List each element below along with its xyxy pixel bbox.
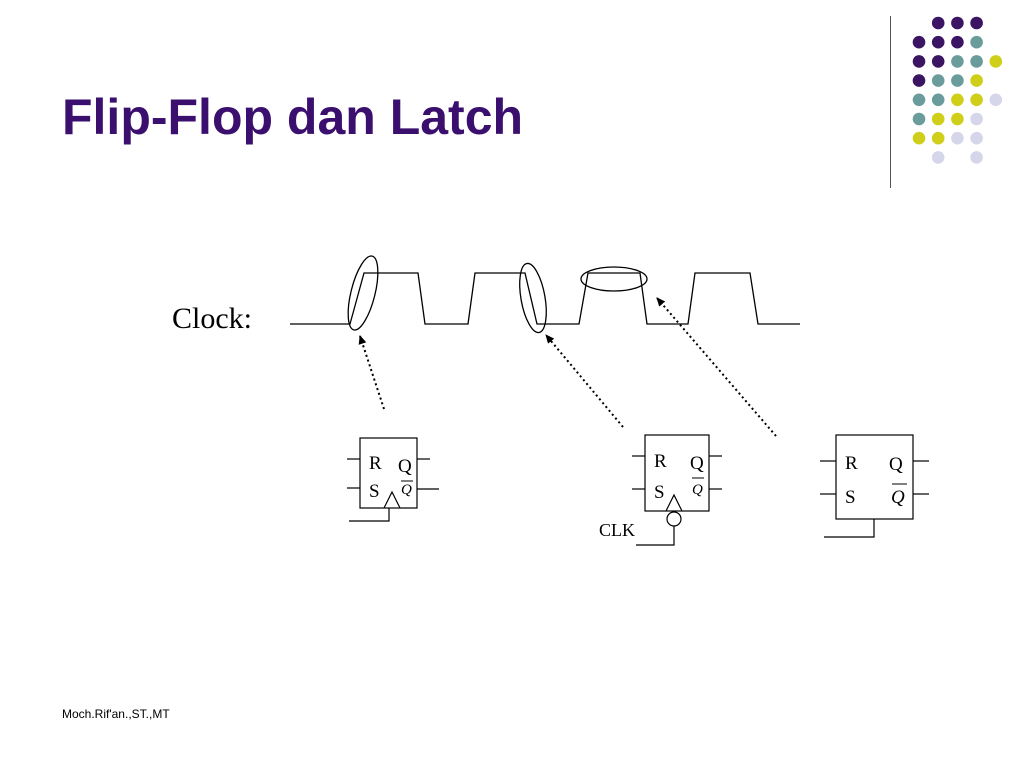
decorative-dot [989,55,1003,68]
footer-author: Moch.Rif'an.,ST.,MT [62,707,170,721]
decorative-divider-line [890,16,891,188]
ff1-s-label: S [369,481,380,502]
decorative-dot [951,35,964,49]
latch-q-label: Q [889,454,903,475]
latch-q-bar-label: Q [891,487,905,508]
latch-s-label: S [845,487,856,508]
decorative-dot [931,55,945,68]
clk-inversion-bubble [666,511,682,527]
decorative-dot [912,35,926,49]
high-level-highlight [580,266,648,292]
clock-waveform [290,272,800,325]
decorative-dot [970,131,983,145]
decorative-dot [951,74,964,87]
decorative-dot [970,151,983,164]
decorative-dot [912,112,926,126]
decorative-dot [912,131,926,145]
decorative-dot [931,151,945,164]
ff1-q-label: Q [398,456,412,477]
decorative-dot [951,16,964,30]
slide-title: Flip-Flop dan Latch [62,89,524,145]
ff2-q-label: Q [690,453,704,474]
ff2-s-label: S [654,482,665,503]
falling-edge-highlight [519,262,547,334]
arrow-to-rising-edge [358,335,385,410]
clk-label: CLK [599,520,635,540]
decorative-dot [931,35,945,49]
arrow-to-falling-edge [545,334,624,428]
flip-flop-positive-edge: R S Q Q [347,437,439,522]
decorative-dot [951,131,964,145]
decorative-dot [931,112,945,126]
decorative-dot [951,112,964,126]
decorative-dot [931,74,945,87]
latch-level-triggered: R S Q Q [820,434,929,538]
decorative-dot [951,55,964,68]
decorative-dot [951,93,964,107]
clock-label: Clock: [172,302,252,335]
arrow-to-high-level [656,297,777,437]
decorative-dot [912,74,926,87]
decorative-dot [912,93,926,107]
decorative-dot [970,16,983,30]
decorative-dot-grid [912,16,1003,164]
decorative-dot [970,112,983,126]
ff1-r-label: R [369,453,382,474]
latch-r-label: R [845,453,858,474]
decorative-dot [931,93,945,107]
ff2-r-label: R [654,451,667,472]
decorative-dot [970,35,983,49]
decorative-dot [970,93,983,107]
decorative-dot [931,16,945,30]
decorative-dot [912,55,926,68]
flip-flop-negative-edge: CLK R S Q Q [599,434,722,546]
decorative-dot [931,131,945,145]
decorative-dot [970,74,983,87]
decorative-dot [989,93,1003,107]
rising-edge-highlight-1 [347,255,379,331]
ff2-q-bar-label: Q [692,482,703,498]
decorative-dot [970,55,983,68]
ff1-q-bar-label: Q [401,482,412,498]
